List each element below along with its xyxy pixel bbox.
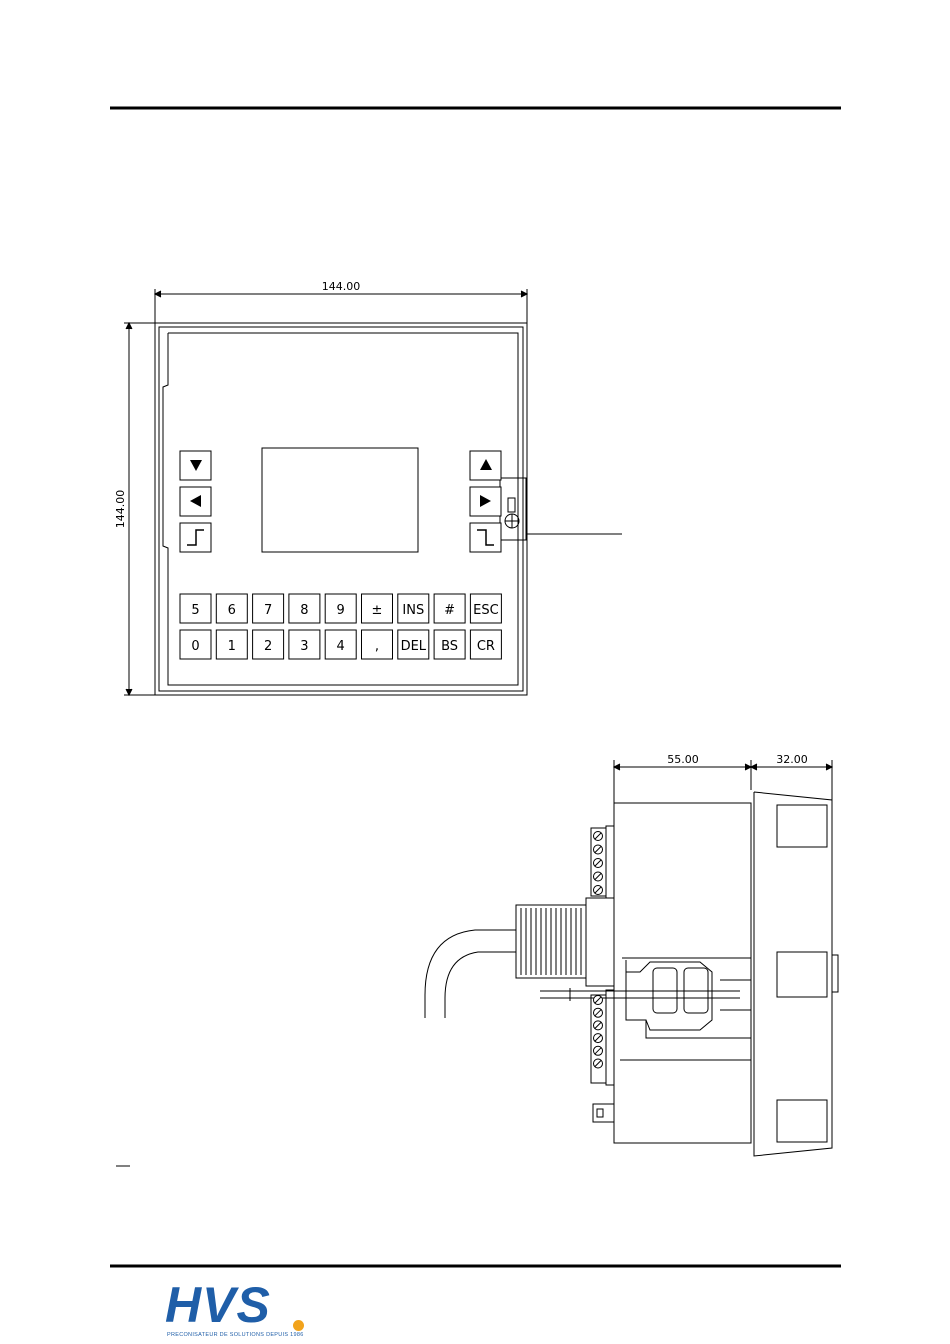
key-label: CR	[477, 639, 495, 654]
key-row2-3[interactable]: 3	[289, 630, 320, 659]
side-depth-front-label: 32.00	[776, 753, 808, 766]
key-label: 2	[264, 639, 272, 654]
key-label: 6	[228, 603, 236, 618]
step-down-key[interactable]	[470, 523, 501, 552]
keypad: 5 6 7 8 9 ± INS # ESC 0 1 2 3 4, DEL BS CR	[180, 594, 501, 659]
key-row1-4[interactable]: 9	[325, 594, 356, 623]
left-arrow-key[interactable]	[180, 487, 211, 516]
key-row2-6[interactable]: DEL	[398, 630, 429, 659]
logo-brand: HVS	[165, 1277, 271, 1333]
key-label: 8	[300, 603, 308, 618]
up-arrow-key[interactable]	[470, 451, 501, 480]
key-label: 9	[337, 603, 345, 618]
key-row1-6[interactable]: INS	[398, 594, 429, 623]
key-label: 3	[300, 639, 308, 654]
key-row2-0[interactable]: 0	[180, 630, 211, 659]
key-label: INS	[402, 603, 424, 618]
side-view	[425, 760, 838, 1156]
key-label: ESC	[473, 603, 499, 618]
key-row2-5[interactable]: ,	[362, 630, 393, 659]
front-width-label: 144.00	[322, 280, 361, 293]
key-label: 4	[337, 639, 345, 654]
key-row2-1[interactable]: 1	[216, 630, 247, 659]
front-height-label: 144.00	[114, 490, 127, 529]
connector-grip	[521, 908, 581, 975]
hvs-logo: HVS PRECONISATEUR DE SOLUTIONS DEPUIS 19…	[165, 1283, 310, 1341]
left-key-column	[180, 451, 211, 552]
key-row1-5[interactable]: ±	[362, 594, 393, 623]
key-row1-3[interactable]: 8	[289, 594, 320, 623]
key-row2-4[interactable]: 4	[325, 630, 356, 659]
logo-dot	[293, 1320, 304, 1331]
key-label: 0	[191, 639, 199, 654]
key-label: #	[444, 603, 455, 618]
side-depth-main-label: 55.00	[667, 753, 699, 766]
key-row1-0[interactable]: 5	[180, 594, 211, 623]
key-label: BS	[441, 639, 458, 654]
key-label: 7	[264, 603, 272, 618]
key-row1-8[interactable]: ESC	[470, 594, 501, 623]
down-arrow-key[interactable]	[180, 451, 211, 480]
key-label: 1	[228, 639, 236, 654]
key-row2-2[interactable]: 2	[253, 630, 284, 659]
right-arrow-key[interactable]	[470, 487, 501, 516]
key-row1-7[interactable]: #	[434, 594, 465, 623]
key-label: 5	[191, 603, 199, 618]
key-row1-2[interactable]: 7	[253, 594, 284, 623]
key-label: ,	[375, 639, 379, 654]
key-row1-1[interactable]: 6	[216, 594, 247, 623]
step-up-key[interactable]	[180, 523, 211, 552]
key-row2-8[interactable]: CR	[470, 630, 501, 659]
right-key-column	[470, 451, 501, 552]
latch	[500, 478, 526, 540]
display-window	[262, 448, 418, 552]
logo-tagline: PRECONISATEUR DE SOLUTIONS DEPUIS 1986	[167, 1332, 304, 1338]
key-label: DEL	[401, 639, 427, 654]
key-label: ±	[372, 603, 383, 618]
terminal-screws	[594, 832, 603, 1069]
key-row2-7[interactable]: BS	[434, 630, 465, 659]
